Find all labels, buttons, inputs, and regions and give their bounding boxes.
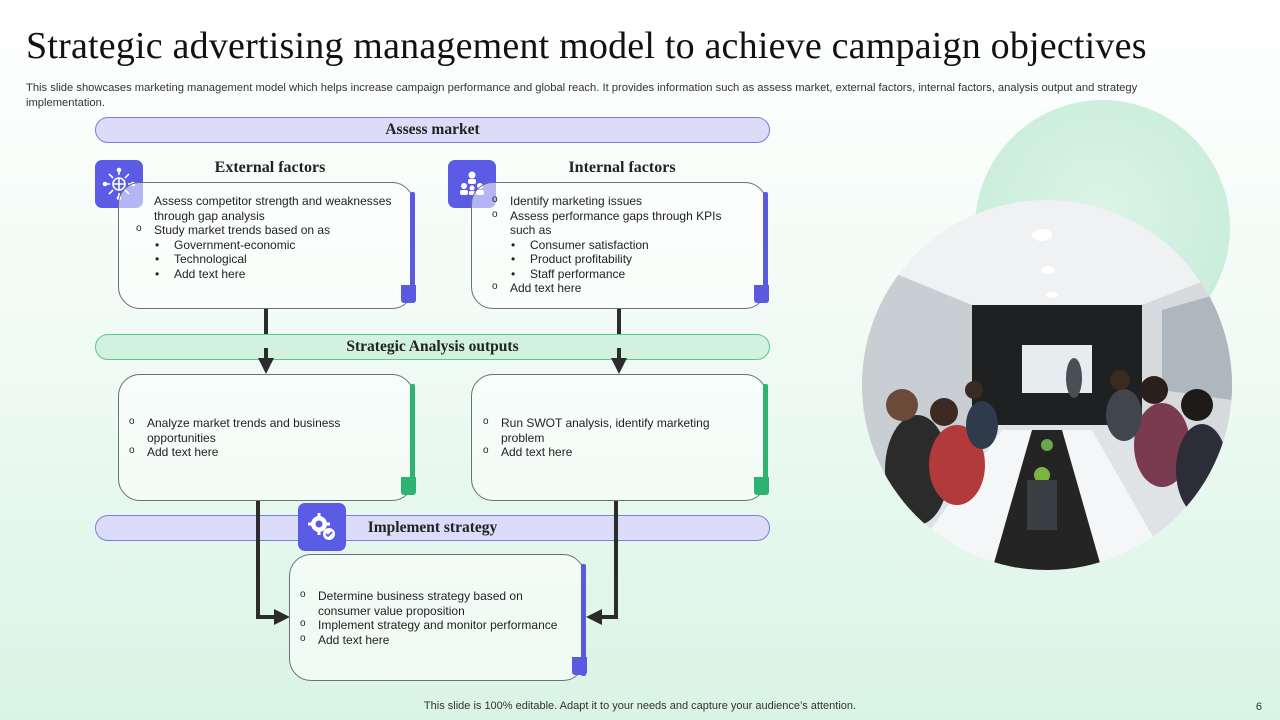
implement-accent-tab bbox=[572, 657, 587, 675]
meeting-room-photo bbox=[862, 200, 1232, 570]
slide-subtitle: This slide showcases marketing managemen… bbox=[26, 81, 1176, 110]
list-item: Add text here bbox=[300, 633, 565, 648]
analysis-left-accent-tab bbox=[401, 477, 416, 495]
arrow-left-icon bbox=[586, 609, 602, 630]
list-item: Add text here bbox=[483, 445, 728, 460]
connector-line bbox=[256, 501, 260, 619]
list-item: Study market trends based on as bbox=[136, 223, 401, 238]
internal-factors-list: Identify marketing issues Assess perform… bbox=[492, 194, 742, 296]
list-item: Run SWOT analysis, identify marketing pr… bbox=[483, 416, 728, 445]
arrow-right-icon bbox=[274, 609, 290, 630]
implement-list: Determine business strategy based on con… bbox=[300, 589, 565, 647]
band-implement-strategy-label: Implement strategy bbox=[368, 519, 498, 537]
list-item: Analyze market trends and business oppor… bbox=[129, 416, 379, 445]
list-item: Add text here bbox=[136, 267, 401, 282]
band-implement-strategy: Implement strategy bbox=[95, 515, 770, 541]
connector-line bbox=[614, 501, 618, 619]
slide-title: Strategic advertising management model t… bbox=[26, 24, 1147, 68]
internal-accent-tab bbox=[754, 285, 769, 303]
list-item: Identify marketing issues bbox=[492, 194, 742, 209]
external-factors-list: Assess competitor strength and weaknesse… bbox=[136, 194, 401, 281]
analysis-right-accent-tab bbox=[754, 477, 769, 495]
band-analysis-outputs: Strategic Analysis outputs bbox=[95, 334, 770, 360]
list-item: Government-economic bbox=[136, 238, 401, 253]
list-item: Determine business strategy based on con… bbox=[300, 589, 565, 618]
list-item: Consumer satisfaction bbox=[492, 238, 742, 253]
list-item: Assess performance gaps through KPIs suc… bbox=[492, 209, 742, 238]
band-analysis-outputs-label: Strategic Analysis outputs bbox=[346, 338, 518, 356]
list-item: Add text here bbox=[492, 281, 742, 296]
internal-factors-heading: Internal factors bbox=[522, 159, 722, 177]
analysis-left-list: Analyze market trends and business oppor… bbox=[129, 416, 379, 460]
list-item: Assess competitor strength and weaknesse… bbox=[136, 194, 401, 223]
band-assess-market-label: Assess market bbox=[385, 121, 479, 139]
list-item: Add text here bbox=[129, 445, 379, 460]
external-factors-heading: External factors bbox=[170, 159, 370, 177]
band-assess-market: Assess market bbox=[95, 117, 770, 143]
external-accent-tab bbox=[401, 285, 416, 303]
list-item: Implement strategy and monitor performan… bbox=[300, 618, 565, 633]
page-number: 6 bbox=[1256, 701, 1262, 713]
footer-note: This slide is 100% editable. Adapt it to… bbox=[0, 700, 1280, 712]
list-item: Product profitability bbox=[492, 252, 742, 267]
gear-check-icon bbox=[298, 503, 346, 551]
list-item: Staff performance bbox=[492, 267, 742, 282]
list-item: Technological bbox=[136, 252, 401, 267]
analysis-right-list: Run SWOT analysis, identify marketing pr… bbox=[483, 416, 728, 460]
